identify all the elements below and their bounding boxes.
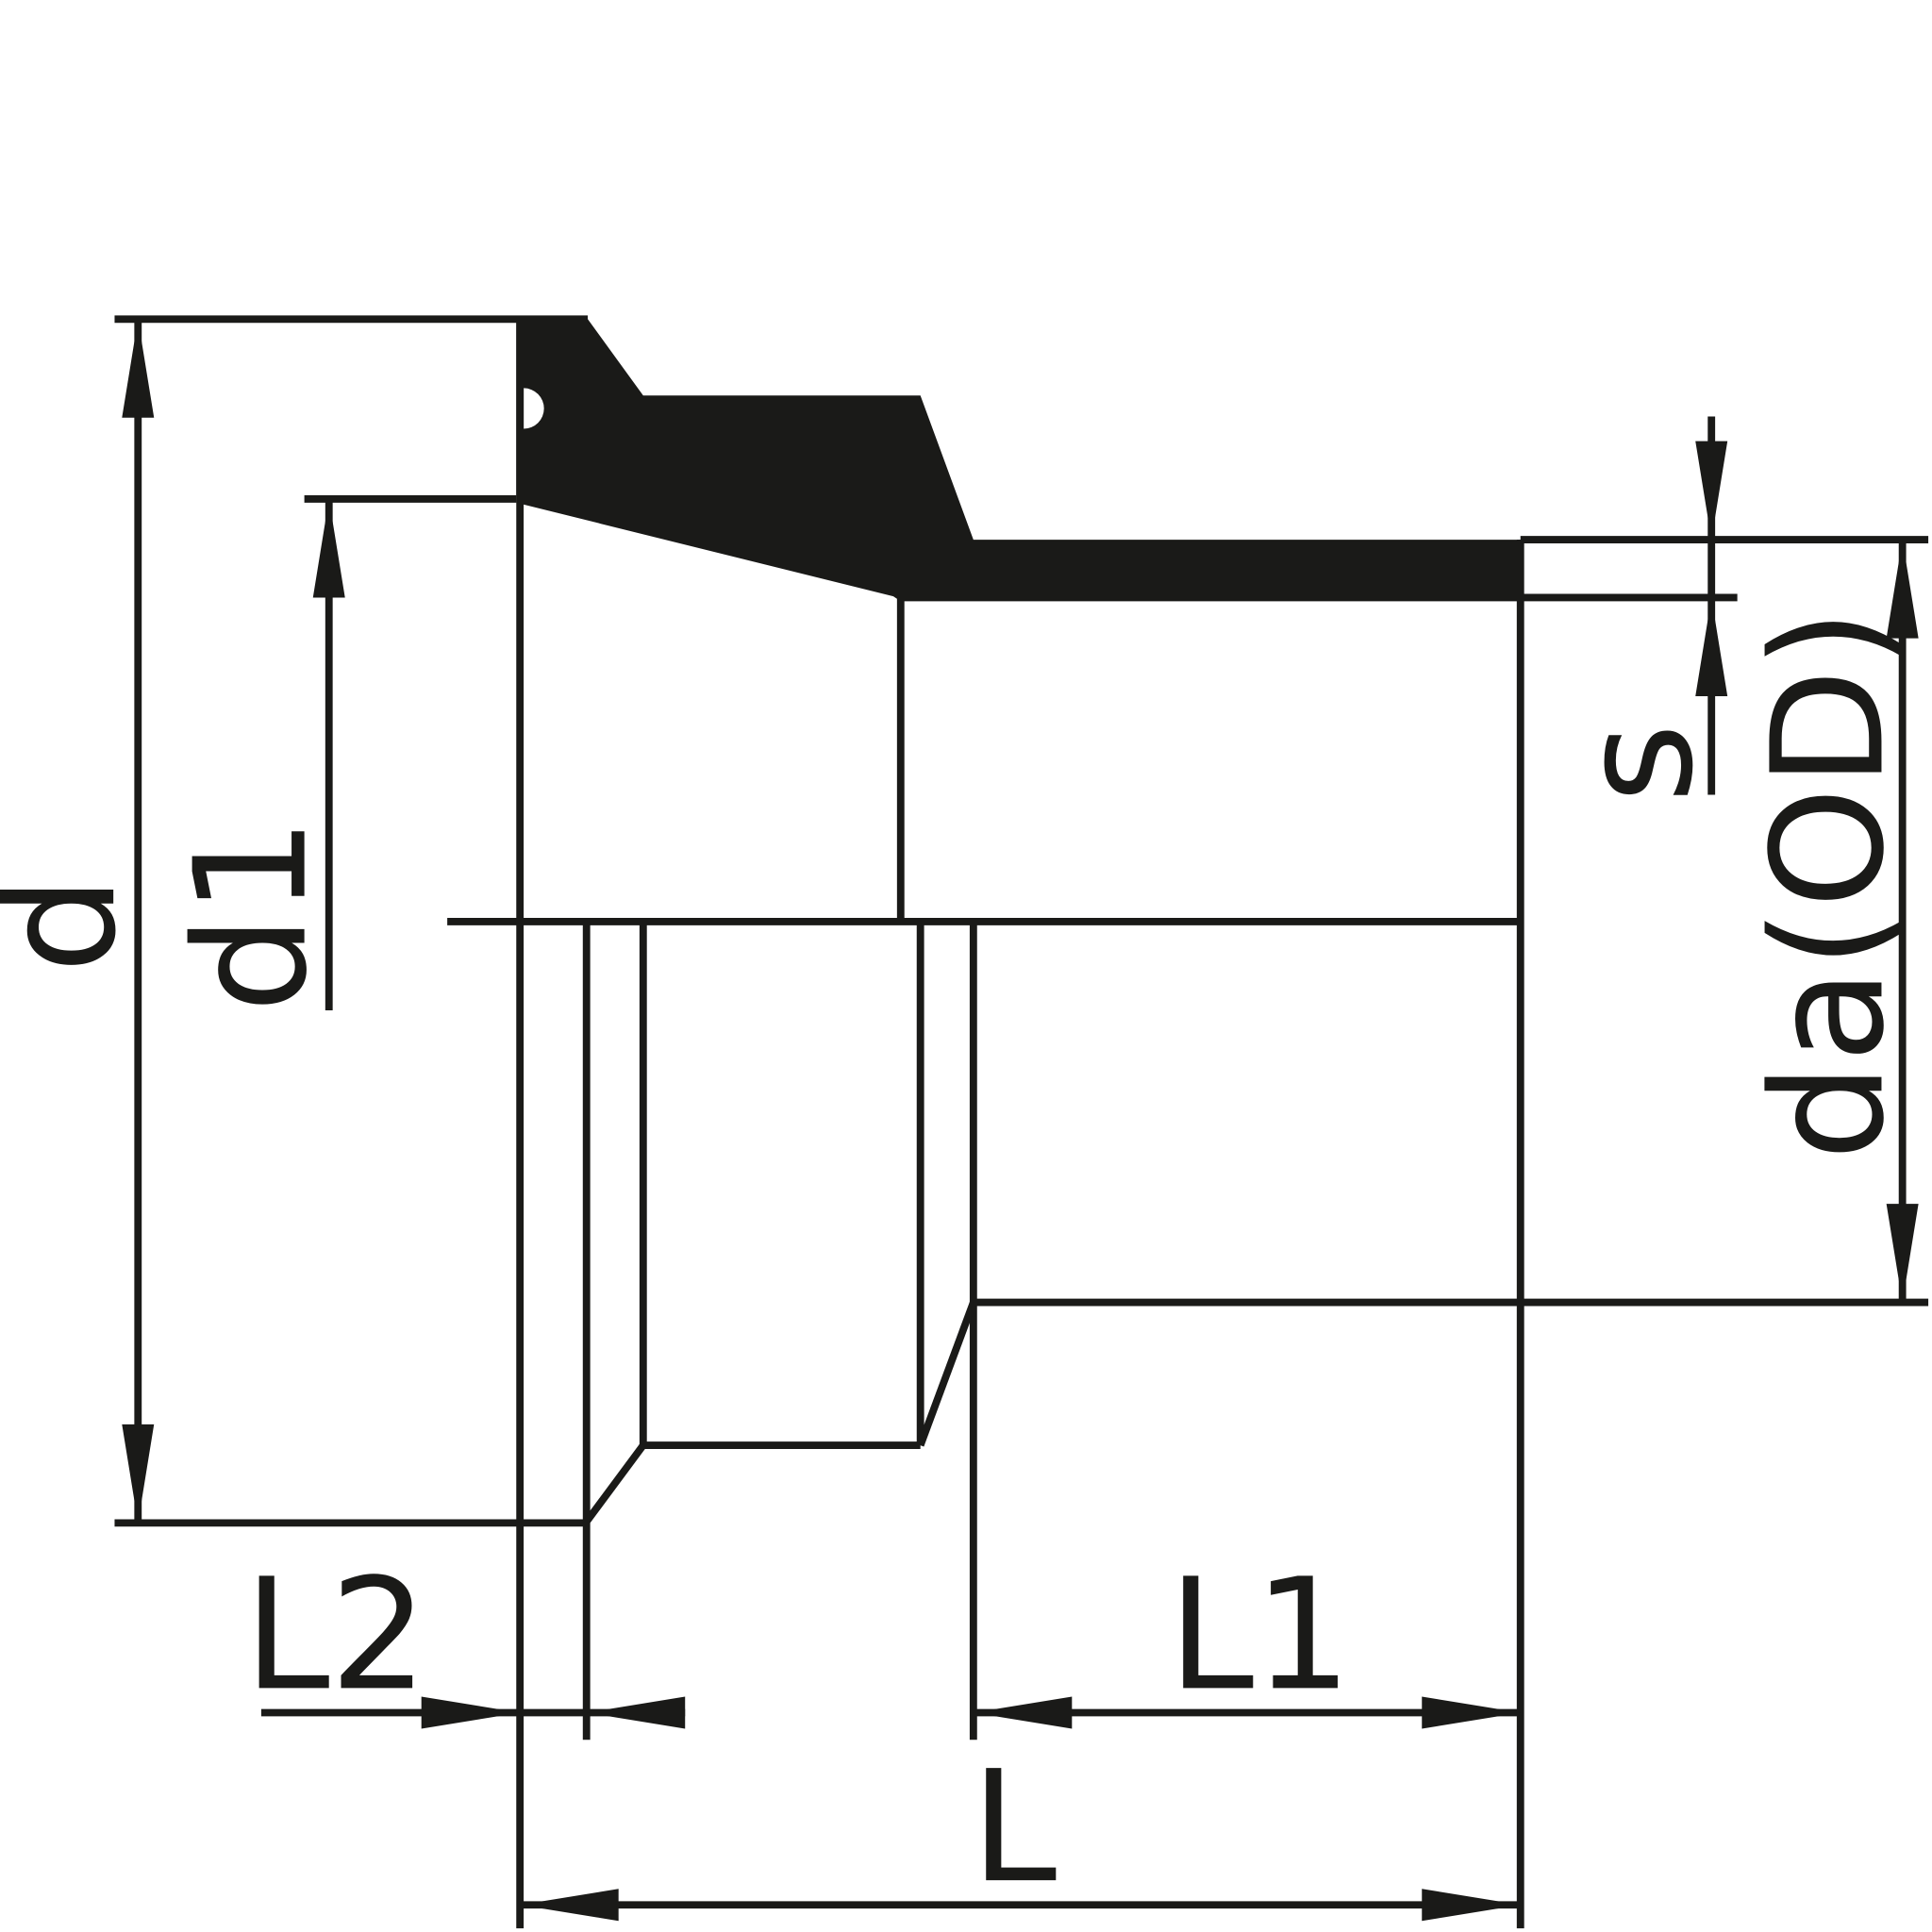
label-d1: d1 [161, 817, 341, 1013]
label-d: d [0, 875, 150, 974]
label-L: L [971, 1737, 1057, 1917]
outline-lines [114, 315, 1929, 1929]
label-da-od: da(OD) [1738, 608, 1918, 1160]
weld-mark-icon [524, 388, 544, 429]
arrowheads [122, 319, 1919, 1922]
fitting-wall-section [516, 319, 1521, 602]
label-s: s [1547, 724, 1727, 804]
label-L2: L2 [244, 1544, 428, 1724]
label-L1: L1 [1168, 1544, 1352, 1724]
